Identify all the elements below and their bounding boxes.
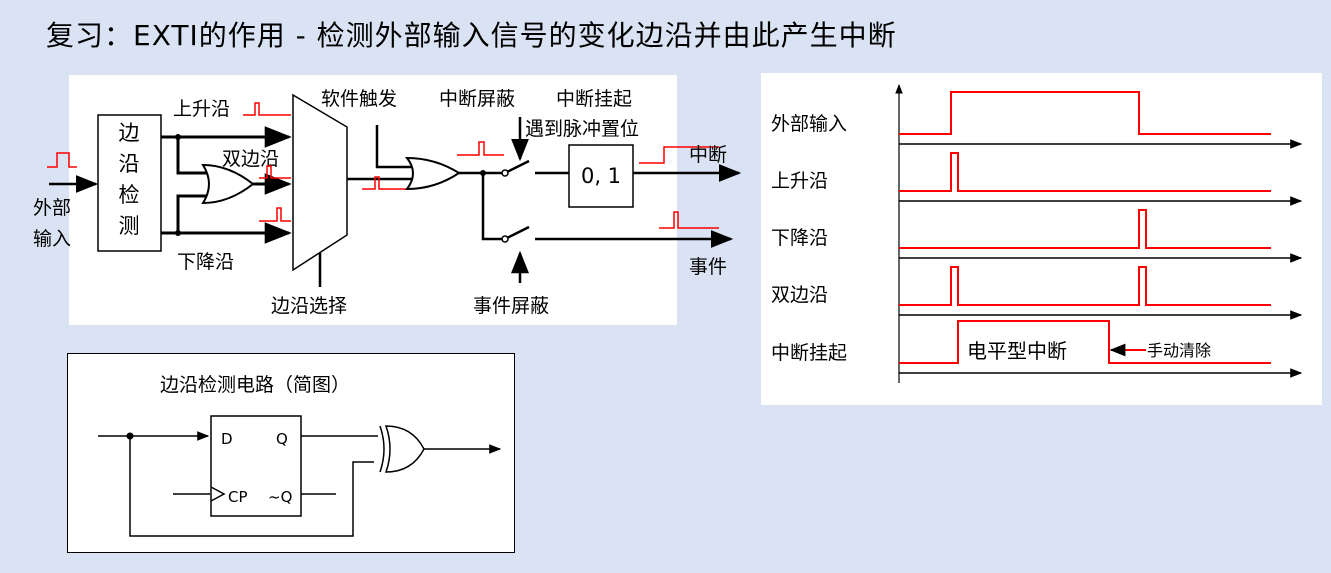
rising-edge-label: 上升沿	[173, 98, 230, 120]
edge-detect-char-2: 沿	[119, 152, 140, 176]
pending-register	[568, 144, 634, 208]
input-label-2: 输入	[33, 228, 71, 250]
pulse-set-label: 遇到脉冲置位	[525, 118, 639, 140]
event-mask-label: 事件屏蔽	[473, 295, 549, 317]
junction-dot	[175, 230, 181, 236]
mux-pulse-icon	[362, 176, 409, 190]
slide-title: 复习：EXTI的作用 - 检测外部输入信号的变化边沿并由此产生中断	[46, 19, 897, 52]
xor-gate	[384, 425, 425, 473]
falling-edge-label: 下降沿	[177, 251, 234, 273]
edge-circuit-panel: 边沿检测电路（简图） D Q CP ~Q	[67, 353, 515, 553]
junction-dot	[175, 134, 181, 140]
timing-signal-label: 下降沿	[771, 227, 828, 249]
timing-signal-label: 外部输入	[771, 113, 847, 135]
edge-select-label: 边沿选择	[271, 295, 347, 317]
or2-pulse-icon	[457, 141, 504, 156]
timing-waveform	[899, 91, 1271, 135]
rising-branch	[176, 137, 209, 175]
falling-branch	[176, 194, 209, 233]
junction-dot	[480, 170, 486, 176]
edge-detect-char-1: 边	[119, 121, 140, 145]
input-label-1: 外部	[33, 197, 71, 219]
event-mask-switch	[504, 225, 530, 241]
software-trigger-line	[375, 125, 413, 169]
dual-pulse-icon	[259, 165, 291, 179]
event-out-label: 事件	[689, 256, 727, 278]
pin-d: D	[221, 430, 233, 448]
edge-detect-char-4: 测	[119, 214, 140, 238]
exti-diagram-panel: 外部 输入 边 沿 检 测 上升沿 双边沿 下降沿 边沿选择 软件触发 中断屏蔽	[33, 75, 742, 325]
d-flip-flop	[210, 415, 302, 517]
interrupt-pending-label: 中断挂起	[556, 88, 632, 110]
input-pulse-icon	[47, 152, 77, 168]
edge-circuit-title: 边沿检测电路（简图）	[160, 374, 350, 396]
clear-note: 手动清除	[1147, 341, 1211, 360]
pin-cp: CP	[228, 488, 248, 506]
interrupt-mask-label: 中断屏蔽	[439, 88, 515, 110]
interrupt-mask-switch	[504, 159, 530, 175]
edge-circuit: 边沿检测电路（简图） D Q CP ~Q	[98, 374, 502, 537]
event-pulse-icon	[659, 211, 719, 229]
interrupt-level-icon	[639, 146, 719, 164]
exti-diagram: 外部 输入 边 沿 检 测 上升沿 双边沿 下降沿 边沿选择 软件触发 中断屏蔽	[33, 88, 742, 317]
clock-triangle-icon	[210, 486, 226, 502]
switch-contact	[501, 169, 509, 177]
pin-q: Q	[276, 430, 288, 448]
timing-signal-label: 中断挂起	[771, 342, 847, 364]
falling-pulse-icon	[259, 207, 291, 222]
level-note: 电平型中断	[967, 339, 1067, 363]
timing-signal-label: 双边沿	[771, 284, 828, 306]
or-gate	[201, 163, 255, 205]
xor-back-curve	[379, 425, 385, 473]
or-gate-2	[404, 156, 461, 191]
event-branch	[481, 173, 503, 241]
timing-signal-label: 上升沿	[771, 170, 828, 192]
pending-value: 0, 1	[581, 164, 621, 188]
pin-qn: ~Q	[268, 488, 292, 506]
edge-detect-char-3: 检	[119, 183, 140, 207]
switch-contact	[501, 235, 509, 243]
timing-waveform	[899, 266, 1271, 306]
timing-waveform	[899, 209, 1271, 249]
rising-pulse-icon	[243, 102, 291, 116]
software-trigger-label: 软件触发	[321, 88, 397, 110]
interrupt-out-label: 中断	[689, 144, 727, 166]
edge-select-mux	[292, 93, 348, 272]
edge-detect-block	[97, 114, 162, 252]
dual-edge-label: 双边沿	[222, 148, 279, 170]
timing-waveform	[899, 320, 1271, 364]
bypass-line	[129, 436, 374, 537]
timing-diagram-panel: 外部输入上升沿下降沿双边沿中断挂起 电平型中断 手动清除	[761, 73, 1322, 405]
timing-waveform	[899, 152, 1271, 192]
